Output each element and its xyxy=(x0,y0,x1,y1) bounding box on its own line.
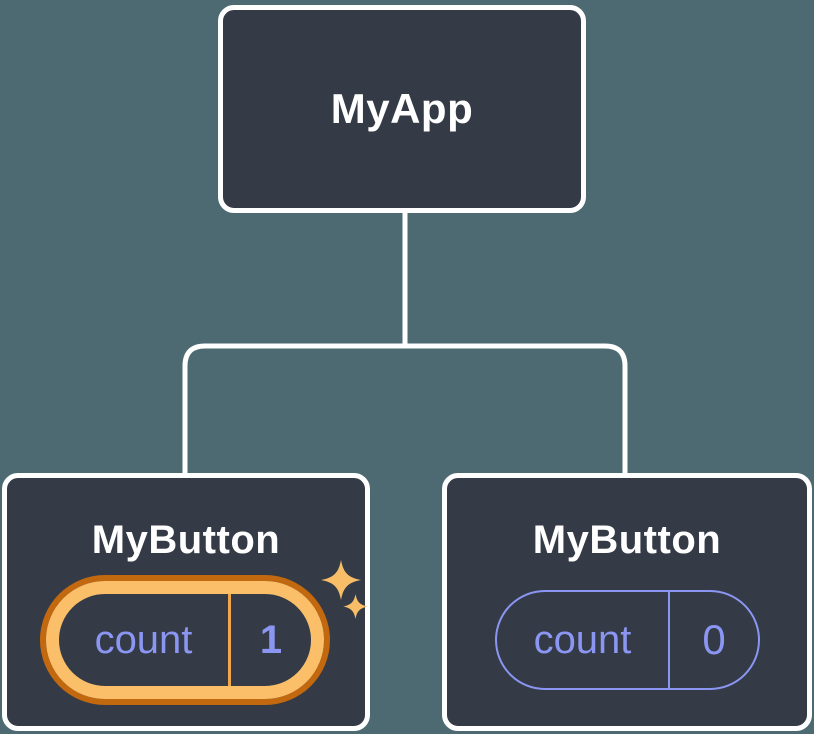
state-value: 0 xyxy=(702,616,726,663)
state-value: 1 xyxy=(259,617,283,662)
pill-divider xyxy=(668,592,670,688)
node-myapp: MyApp xyxy=(218,5,586,213)
node-mybutton-highlighted: MyButton count 1 xyxy=(2,473,370,731)
node-label: MyButton xyxy=(91,518,281,562)
node-mybutton-idle: MyButton count 0 xyxy=(442,473,812,731)
node-label: MyButton xyxy=(532,518,722,562)
sparkles-icon xyxy=(343,594,368,619)
state-key-label: count xyxy=(94,617,193,662)
pill-divider xyxy=(228,594,231,686)
state-key-label: count xyxy=(533,617,632,662)
state-pill-idle: count 0 xyxy=(495,590,760,690)
state-pill-highlighted: count 1 xyxy=(46,581,324,699)
sparkles-icon xyxy=(321,560,361,600)
node-label: MyApp xyxy=(330,85,474,132)
